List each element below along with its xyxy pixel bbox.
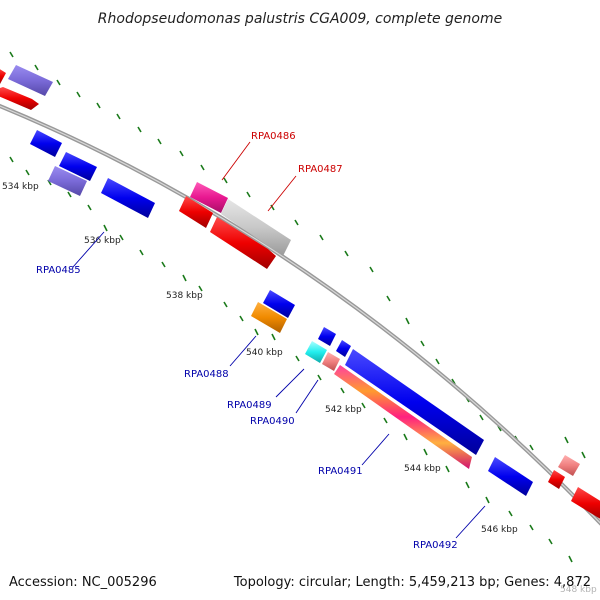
kbp-labels: 534 kbp 536 kbp 538 kbp 540 kbp 542 kbp … — [2, 182, 597, 595]
gene-labels: RPA0485 RPA0486 RPA0487 RPA0488 RPA0489 … — [36, 131, 458, 551]
map-title: Rhodopseudomonas palustris CGA009, compl… — [98, 11, 502, 27]
kbp-label: 534 kbp — [2, 182, 39, 192]
accession-text: Accession: NC_005296 — [9, 575, 157, 590]
gene-label-rpa0489[interactable]: RPA0489 — [227, 400, 272, 411]
genome-backbone — [0, 103, 600, 526]
kbp-label: 542 kbp — [325, 405, 362, 415]
gene-arrow[interactable] — [0, 87, 39, 110]
gene-arrow[interactable] — [179, 196, 213, 228]
gene-label-rpa0487[interactable]: RPA0487 — [298, 164, 343, 175]
kbp-label: 548 kbp — [560, 585, 597, 595]
gene-arrow[interactable] — [322, 352, 340, 371]
gene-arrow[interactable] — [210, 217, 276, 269]
kbp-label: 538 kbp — [166, 291, 203, 301]
gene-arrow[interactable] — [305, 341, 327, 363]
gene-arrow[interactable] — [251, 302, 287, 333]
kbp-label: 540 kbp — [246, 348, 283, 358]
kbp-label: 536 kbp — [84, 236, 121, 246]
gene-label-rpa0492[interactable]: RPA0492 — [413, 540, 458, 551]
gene-arrow[interactable] — [59, 152, 97, 181]
gene-arrow[interactable] — [336, 340, 351, 357]
outer-tick-track — [9, 51, 586, 459]
kbp-label: 544 kbp — [404, 464, 441, 474]
kbp-label: 546 kbp — [481, 525, 518, 535]
gene-features — [0, 65, 600, 520]
gene-label-rpa0491[interactable]: RPA0491 — [318, 466, 363, 477]
gene-arrow[interactable] — [190, 182, 228, 213]
gene-arrow[interactable] — [263, 290, 295, 318]
gene-arrow[interactable] — [8, 65, 53, 96]
label-leaders — [72, 141, 486, 539]
gene-arrow[interactable] — [548, 470, 565, 489]
gene-label-rpa0490[interactable]: RPA0490 — [250, 416, 295, 427]
gene-arrow[interactable] — [318, 327, 336, 346]
gene-arrow[interactable] — [345, 349, 484, 455]
gene-label-rpa0485[interactable]: RPA0485 — [36, 265, 81, 276]
gene-arrow[interactable] — [101, 178, 155, 218]
gene-arrow[interactable] — [30, 130, 62, 157]
gene-arrow[interactable] — [221, 199, 291, 256]
gene-arrow[interactable] — [488, 457, 533, 496]
gene-arrow[interactable] — [48, 166, 87, 196]
inner-tick-track — [9, 156, 573, 563]
gene-arrow[interactable] — [0, 68, 6, 84]
gene-arrow[interactable] — [334, 365, 472, 469]
gene-label-rpa0488[interactable]: RPA0488 — [184, 369, 229, 380]
gene-label-rpa0486[interactable]: RPA0486 — [251, 131, 296, 142]
topology-text: Topology: circular; Length: 5,459,213 bp… — [233, 575, 591, 590]
gene-arrow[interactable] — [571, 487, 600, 520]
gene-arrow[interactable] — [558, 455, 580, 476]
